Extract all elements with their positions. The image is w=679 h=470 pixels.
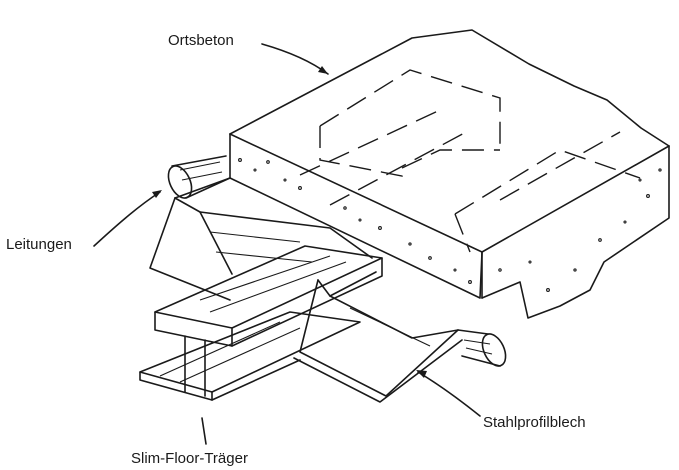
- deck-rib-lower-edge: [293, 339, 463, 403]
- label-ortsbeton: Ortsbeton: [168, 32, 234, 49]
- deck-rib-line-2: [215, 251, 313, 263]
- slab-top-back-edge: [229, 29, 670, 147]
- beam-bottom-plate: [139, 311, 361, 393]
- steel-profile-deck: [149, 177, 463, 403]
- beam-web: [184, 335, 206, 397]
- deck-rib-right: [299, 279, 459, 397]
- deck-flange-top: [199, 211, 373, 259]
- beam-top-flange-side: [231, 257, 383, 347]
- leader-slim-floor-traeger: [201, 417, 207, 445]
- hidden-line-a: [299, 109, 441, 176]
- beam-bottom-plate-edge: [139, 371, 213, 401]
- leader-ortsbeton: [261, 43, 329, 75]
- deck-rib-fold: [174, 197, 233, 275]
- pipe-left-hatch: [179, 161, 223, 181]
- slim-floor-beam: [139, 245, 383, 401]
- label-leitungen: Leitungen: [6, 236, 72, 253]
- deck-rib-right-fold: [329, 295, 459, 339]
- arrow-stahlprofilblech: [416, 370, 427, 378]
- leader-stahlprofilblech: [417, 371, 481, 417]
- arrow-leitungen: [152, 190, 162, 198]
- concrete-slab: [229, 29, 670, 319]
- concrete-aggregate: [238, 158, 662, 292]
- deck-rib-line-3: [349, 307, 431, 347]
- hidden-rib-1c: [401, 149, 500, 169]
- label-slim-floor-traeger: Slim-Floor-Träger: [131, 450, 248, 467]
- pipe-right-hatch: [463, 339, 493, 355]
- hidden-rib-2b: [454, 213, 471, 253]
- pipe-right-body: [457, 329, 501, 367]
- hidden-rib-1: [319, 69, 501, 150]
- beam-top-flange-edge: [154, 311, 233, 347]
- service-pipes: [167, 155, 507, 367]
- hidden-line-b: [329, 129, 471, 206]
- slab-right-section-edge: [481, 145, 670, 319]
- hidden-rib-1b: [319, 126, 403, 177]
- deck-rib-line-1: [209, 231, 301, 243]
- beam-bottom-plate-side: [211, 359, 301, 401]
- slab-top-front-edge: [229, 133, 670, 253]
- leader-lines: [93, 43, 481, 445]
- arrow-ortsbeton: [318, 66, 328, 74]
- deck-rib-left: [149, 197, 231, 301]
- label-stahlprofilblech: Stahlprofilblech: [483, 414, 586, 431]
- beam-bottom-hatch: [159, 321, 301, 383]
- pipe-left-body: [171, 155, 231, 199]
- hidden-rib-2: [454, 149, 641, 215]
- hidden-line-c: [499, 131, 621, 201]
- beam-top-hatch: [199, 255, 347, 313]
- leader-leitungen: [93, 191, 161, 247]
